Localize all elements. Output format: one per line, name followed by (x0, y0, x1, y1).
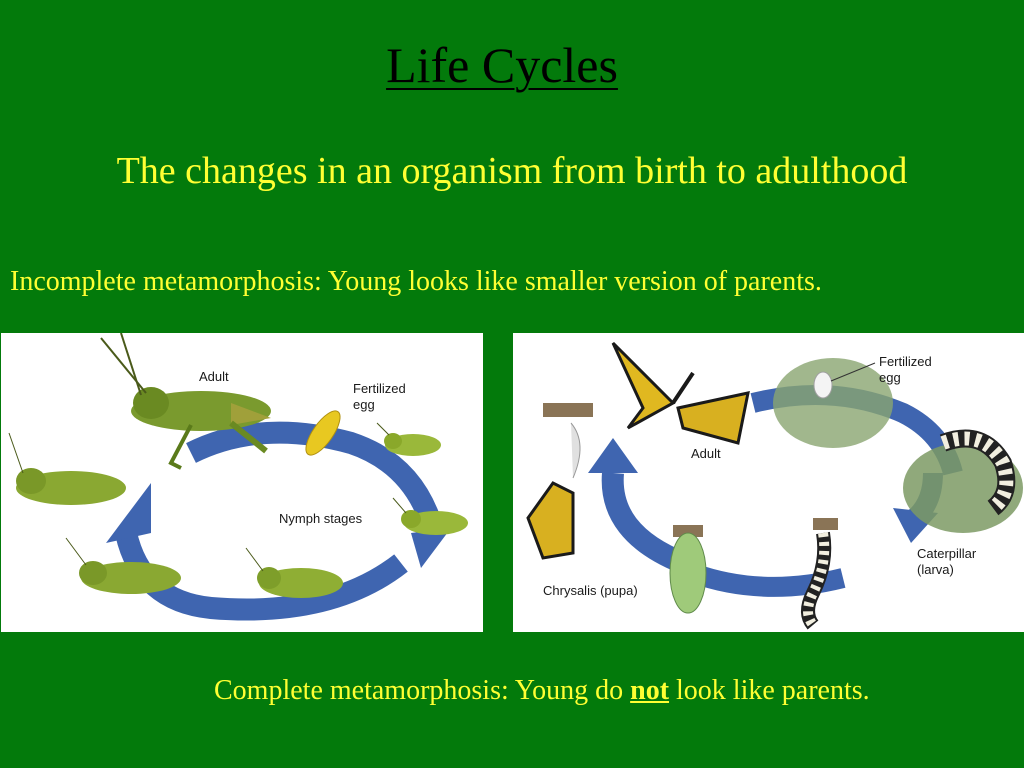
leaf-with-egg-illustration (773, 358, 893, 448)
cycle-arrow-top (186, 421, 442, 527)
fertilized-egg-label-line2: egg (879, 370, 901, 385)
fertilized-egg-label-line1: Fertilized (879, 354, 932, 369)
slide-title: Life Cycles (386, 37, 618, 93)
grasshopper-egg-illustration (305, 410, 341, 456)
incomplete-metamorphosis-text: Incomplete metamorphosis: Young looks li… (10, 266, 822, 297)
grasshopper-life-cycle-diagram: Adult Fertilized egg Nymph stages (1, 333, 483, 632)
butterfly-cycle-illustration: Fertilized egg Adult Caterpillar (larva)… (526, 341, 1023, 630)
adult-label: Adult (199, 369, 229, 384)
cycle-arrowhead-left (106, 483, 151, 543)
nymph-stages-label: Nymph stages (279, 511, 363, 526)
hanging-caterpillar-illustration (801, 518, 838, 630)
complete-text-start: Complete metamorphosis: Young do (214, 675, 631, 706)
cycle-arrow-left (601, 472, 688, 574)
complete-text-end: look like parents. (669, 675, 870, 706)
caterpillar-label-line2: (larva) (917, 562, 954, 577)
complete-metamorphosis-text: Complete metamorphosis: Young do not loo… (214, 675, 870, 707)
slide-subtitle: The changes in an organism from birth to… (116, 150, 908, 192)
caterpillar-illustration (903, 429, 1023, 533)
nymph-illustration-2 (392, 497, 468, 535)
cycle-arrowhead-left (588, 438, 638, 473)
chrysalis-illustration (669, 525, 707, 614)
fertilized-egg-label-line1: Fertilized (353, 381, 406, 396)
butterfly-life-cycle-diagram: Fertilized egg Adult Caterpillar (larva)… (513, 333, 1024, 632)
nymph-illustration-3 (245, 547, 343, 598)
chrysalis-label: Chrysalis (pupa) (543, 583, 638, 598)
cycle-arrowhead-right (411, 528, 451, 568)
complete-text-emphasis: not (630, 675, 670, 706)
caterpillar-label-line1: Caterpillar (917, 546, 977, 561)
adult-butterfly-illustration (611, 341, 750, 445)
nymph-illustration-4 (65, 537, 181, 594)
grasshopper-cycle-illustration: Adult Fertilized egg Nymph stages (8, 333, 468, 621)
emerging-butterfly-illustration (526, 403, 593, 560)
adult-label: Adult (691, 446, 721, 461)
fertilized-egg-label-line2: egg (353, 397, 375, 412)
nymph-illustration-1 (376, 422, 441, 456)
nymph-illustration-5 (8, 432, 126, 505)
adult-grasshopper-illustration (100, 333, 271, 470)
